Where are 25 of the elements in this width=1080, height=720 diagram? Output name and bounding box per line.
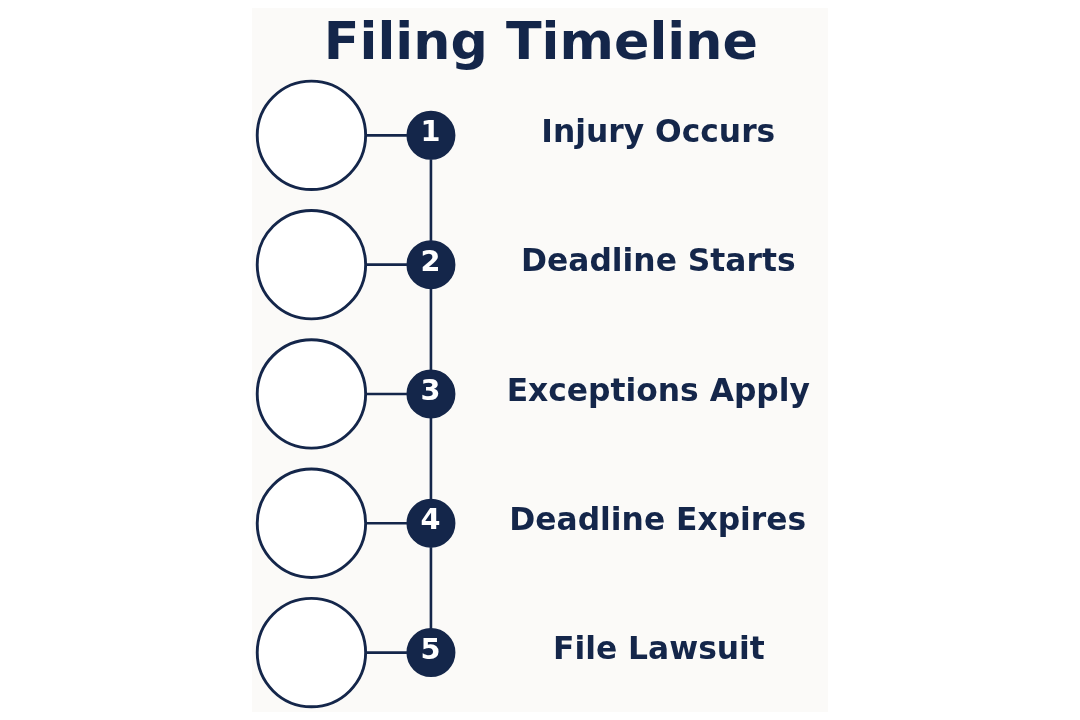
node-circle: 5 bbox=[406, 628, 456, 678]
node-label: Deadline Starts bbox=[521, 242, 796, 279]
node-circle: 3 bbox=[406, 369, 456, 419]
connector bbox=[365, 134, 407, 137]
connector bbox=[365, 263, 407, 266]
connector bbox=[365, 521, 407, 525]
connector bbox=[365, 651, 407, 654]
connector bbox=[429, 159, 433, 241]
node-label: Injury Occurs bbox=[541, 113, 776, 150]
connector bbox=[429, 547, 433, 629]
node-circle: 1 bbox=[406, 110, 456, 160]
node-circle bbox=[255, 79, 368, 191]
node-circle bbox=[255, 338, 368, 450]
diagram-title: Filing Timeline bbox=[323, 10, 758, 71]
node-label: Deadline Expires bbox=[509, 501, 807, 538]
node-label: Exceptions Apply bbox=[506, 371, 810, 408]
node-circle bbox=[255, 467, 368, 579]
connector bbox=[365, 392, 407, 396]
node-label: File Lawsuit bbox=[553, 630, 765, 667]
node-circle bbox=[255, 209, 368, 321]
node-circle bbox=[255, 596, 368, 709]
node-circle: 4 bbox=[406, 498, 456, 548]
node-circle: 2 bbox=[406, 240, 456, 290]
connector bbox=[429, 417, 433, 500]
connector bbox=[429, 288, 433, 371]
